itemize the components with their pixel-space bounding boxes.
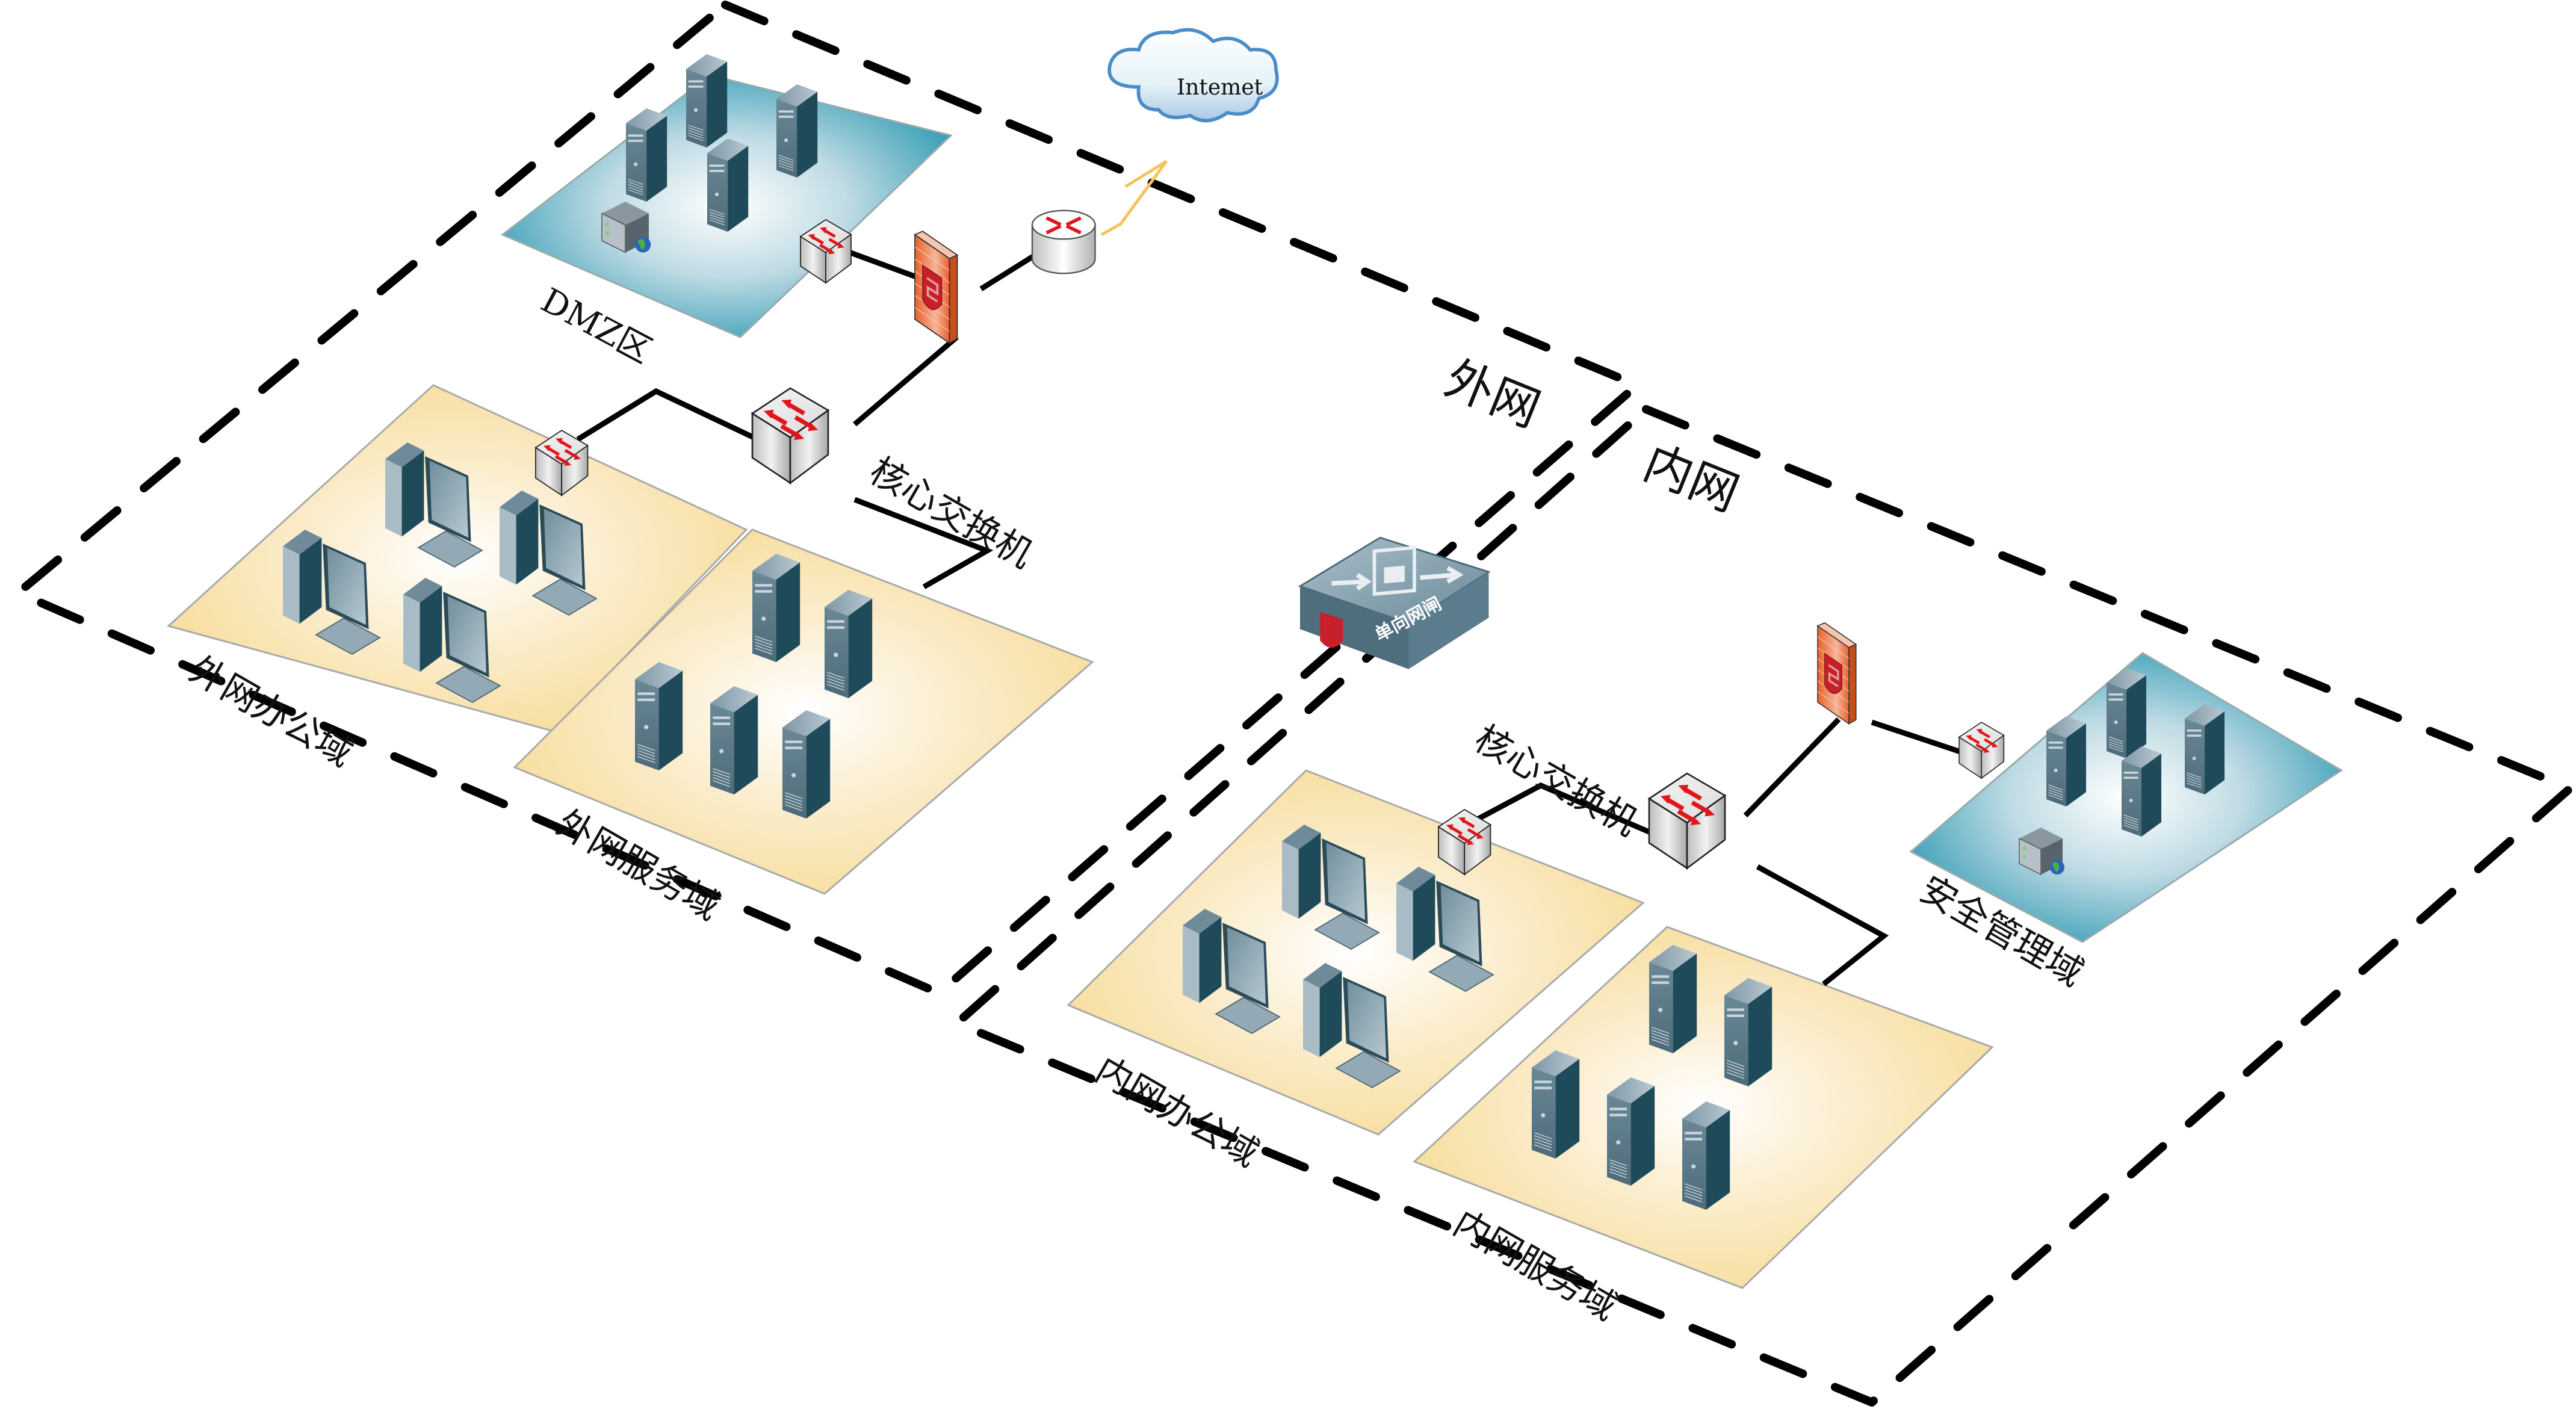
inner-service-server	[1724, 978, 1773, 1086]
inner-office-zone-floor	[1067, 769, 1645, 1136]
inner-firewall	[1816, 622, 1857, 725]
inner-office-workstation	[1396, 867, 1494, 992]
security-mgmt-server	[2046, 716, 2086, 807]
outer-core-switch	[751, 387, 830, 485]
inner-service-server	[1532, 1050, 1580, 1159]
monitor-screen	[1227, 927, 1266, 1005]
switch-arrow-icon	[1685, 788, 1702, 801]
shield-icon	[1320, 612, 1343, 648]
inner-office-workstation	[1303, 963, 1401, 1089]
switch-arrow-icon	[560, 440, 572, 449]
switch-arrow-icon	[1980, 731, 1990, 738]
inner-office-workstation	[1282, 825, 1380, 950]
cable-inner-core-service-zone	[1756, 864, 1889, 986]
keyboard	[435, 666, 501, 704]
dmz-web-server	[601, 202, 651, 253]
internet-cloud	[1107, 28, 1279, 123]
inner-service-server	[1607, 1077, 1655, 1186]
dmz-server	[686, 54, 728, 148]
outer-office-workstation	[403, 578, 501, 704]
monitor-screen	[1347, 981, 1386, 1059]
security-mgmt-server	[2107, 668, 2146, 758]
keyboard	[1428, 955, 1494, 992]
outer-office-workstation	[385, 442, 483, 568]
outer-office-access-switch	[534, 429, 589, 497]
security-mgmt-server	[2185, 704, 2225, 794]
shield-icon	[1824, 652, 1842, 694]
keyboard	[1314, 912, 1380, 950]
lock-icon	[1384, 565, 1405, 584]
cable-firewall-core-switch	[853, 335, 959, 427]
monitor-screen	[1440, 885, 1479, 962]
keyboard	[1335, 1051, 1401, 1089]
outer-service-zone-floor	[513, 528, 1094, 895]
internet-label: Intemet	[1177, 75, 1263, 100]
monitor-screen	[327, 548, 366, 625]
security-mgmt-server	[2122, 746, 2161, 837]
security-mgmt-web-server	[2019, 828, 2064, 875]
cable-core-switch-service-zone	[853, 497, 994, 589]
internet-link-lightning	[1100, 159, 1168, 237]
outer-service-server	[782, 710, 831, 819]
inner-office-access-switch	[1437, 808, 1492, 876]
lock-document-icon	[1372, 545, 1416, 596]
one-way-gateway	[1298, 536, 1491, 669]
cable-inner-core-firewall	[1743, 717, 1841, 818]
monitor-screen	[543, 509, 583, 586]
outer-service-server	[825, 590, 873, 698]
outer-service-server	[635, 662, 683, 770]
monitor-screen	[429, 460, 468, 538]
cable-core-switch-office-switch	[576, 388, 772, 448]
monitor-screen	[447, 596, 486, 673]
router-arrows-icon	[1045, 216, 1062, 227]
security-mgmt-access-switch	[1958, 722, 2005, 779]
outer-office-workstation	[500, 491, 598, 616]
inner-core-switch	[1647, 772, 1727, 870]
monitor-screen	[1326, 843, 1365, 920]
keyboard	[315, 618, 381, 655]
outer-network-boundary	[14, 1, 1641, 997]
outer-service-server	[752, 554, 800, 662]
cable-inner-core-office-switch	[1449, 782, 1668, 843]
inner-service-server	[1682, 1101, 1730, 1210]
arrow-out-icon	[1420, 566, 1464, 584]
keyboard	[1215, 997, 1281, 1035]
keyboard	[531, 578, 598, 616]
dmz-server	[626, 108, 667, 202]
shield-icon	[922, 264, 943, 311]
cloud-icon	[1107, 28, 1279, 123]
switch-arrow-icon	[824, 229, 836, 238]
switch-arrow-icon	[1463, 819, 1475, 828]
border-router	[1031, 209, 1096, 274]
arrow-in-icon	[1331, 572, 1372, 590]
inner-network-boundary	[953, 405, 2574, 1407]
inner-service-server	[1649, 945, 1697, 1053]
dmz-server	[707, 138, 749, 232]
outer-office-workstation	[283, 530, 381, 655]
outer-firewall	[914, 231, 959, 344]
keyboard	[417, 530, 483, 568]
outer-service-server	[710, 686, 758, 794]
switch-arrow-icon	[788, 403, 805, 416]
dmz-server	[776, 84, 818, 178]
inner-office-workstation	[1183, 909, 1281, 1035]
dmz-access-switch	[799, 218, 852, 284]
